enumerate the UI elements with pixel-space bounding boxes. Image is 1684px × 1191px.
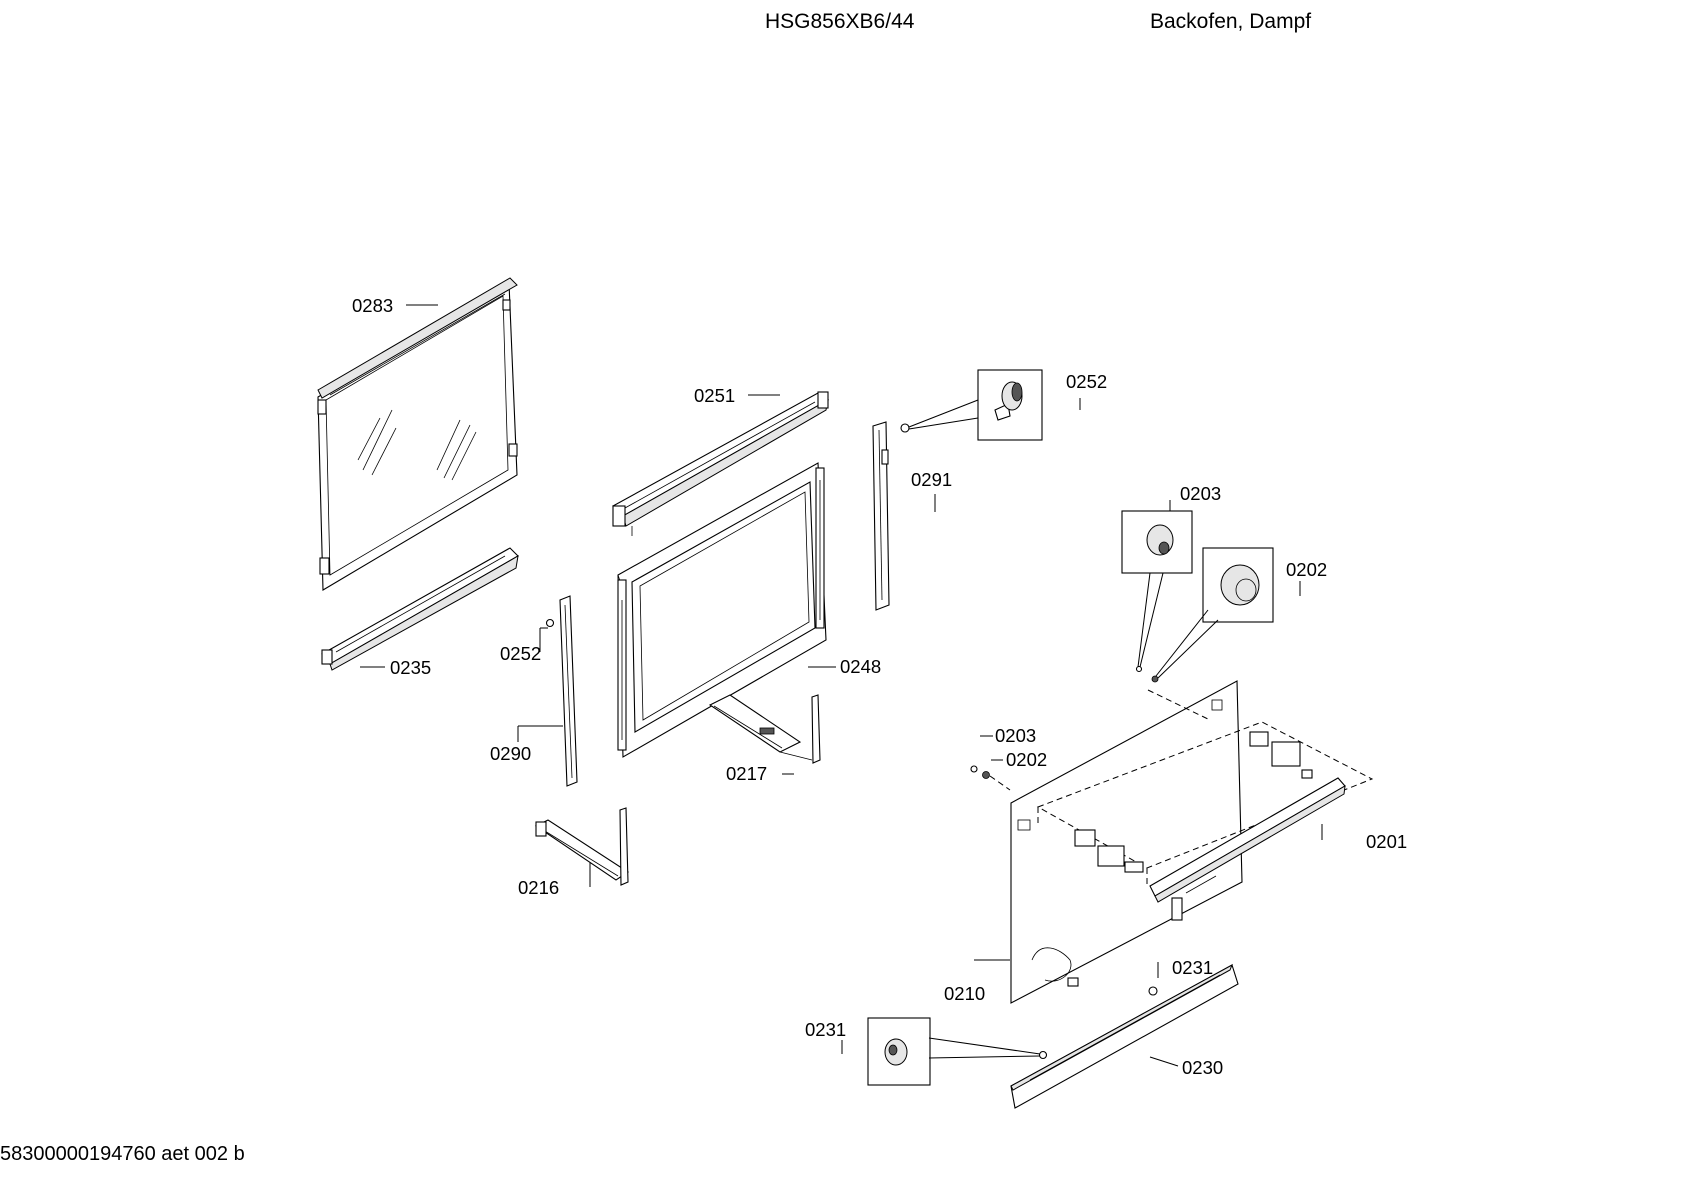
label-0202-top: 0202: [1286, 559, 1327, 580]
label-0231-left: 0231: [805, 1019, 846, 1040]
label-0235: 0235: [390, 657, 431, 678]
part-0283-glass-panel[interactable]: [317, 277, 518, 591]
label-0252-left: 0252: [500, 643, 541, 664]
part-0203-knob-inset[interactable]: [1121, 510, 1193, 673]
label-0283: 0283: [352, 295, 393, 316]
label-0251: 0251: [694, 385, 735, 406]
label-0202-mid: 0202: [1006, 749, 1047, 770]
label-0203-top: 0203: [1180, 483, 1221, 504]
label-0248: 0248: [840, 656, 881, 677]
label-0231-right: 0231: [1172, 957, 1213, 978]
label-0230: 0230: [1182, 1057, 1223, 1078]
part-0216-hinge-bracket[interactable]: [534, 807, 630, 886]
position-labels: 0283 0251 0252 0291 0203 0202 0235 0252 …: [352, 295, 1407, 1078]
part-0290-side-rail[interactable]: [545, 595, 578, 787]
part-0201-electronics-module[interactable]: [1036, 721, 1374, 921]
appliance-description: Backofen, Dampf: [1150, 10, 1312, 33]
label-0217: 0217: [726, 763, 767, 784]
part-0252-top-clip[interactable]: [900, 369, 1043, 441]
label-0210: 0210: [944, 983, 985, 1004]
leader-lines: [360, 304, 1323, 1067]
part-0230-trim-strip[interactable]: [1010, 963, 1239, 1109]
part-0231-screw-right[interactable]: [1148, 986, 1158, 996]
label-0291: 0291: [911, 469, 952, 490]
part-0202-knob-inset[interactable]: [1151, 547, 1274, 683]
part-0251-top-profile[interactable]: [612, 391, 830, 536]
part-0217-hinge-bracket[interactable]: [708, 694, 821, 764]
document-id: 58300000194760 aet 002 b: [0, 1143, 245, 1165]
part-0203-0202-screws[interactable]: [970, 765, 1011, 791]
part-0210-control-panel[interactable]: [1010, 680, 1243, 1004]
label-0216: 0216: [518, 877, 559, 898]
label-0252-top: 0252: [1066, 371, 1107, 392]
label-0201: 0201: [1366, 831, 1407, 852]
part-0235-trim-strip[interactable]: [321, 547, 519, 671]
part-0248-inner-frame[interactable]: [617, 462, 827, 758]
model-number: HSG856XB6/44: [765, 10, 915, 33]
label-0290: 0290: [490, 743, 531, 764]
part-0291-side-rail[interactable]: [872, 421, 890, 611]
label-0203-mid: 0203: [995, 725, 1036, 746]
part-0231-screw-left[interactable]: [867, 1017, 1048, 1086]
